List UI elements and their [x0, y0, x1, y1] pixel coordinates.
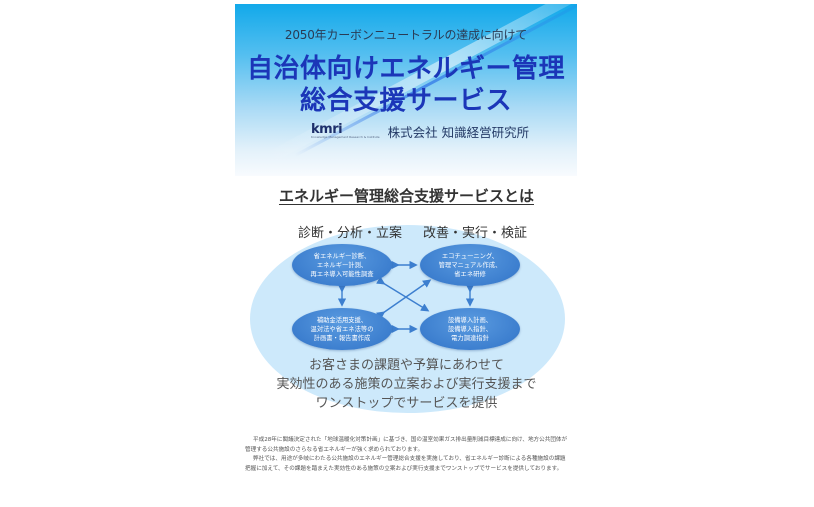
body-text: 平成28年に閣議決定された「地球温暖化対策計画」に基づき、国の温室効果ガス排出量…: [245, 436, 570, 474]
tagline-line3: ワンストップでサービスを提供: [315, 396, 498, 411]
column-label-right: 改善・実行・検証: [423, 226, 528, 241]
node-line: 計画書・報告書作成: [313, 334, 371, 342]
document-page: 2050年カーボンニュートラルの達成に向けて 自治体向けエネルギー管理 総合支援…: [235, 0, 578, 507]
body-paragraph-1: 平成28年に閣議決定された「地球温暖化対策計画」に基づき、国の温室効果ガス排出量…: [245, 437, 568, 453]
logo-mark: kmri: [311, 122, 343, 137]
tagline-line1: お客さまの課題や予算にあわせて: [308, 358, 504, 373]
node-line: 補助金活用支援、: [316, 316, 368, 324]
node-line: 設備導入指針、: [447, 325, 493, 333]
node-line: 再エネ導入可能性調査: [310, 270, 374, 278]
node-line: 設備導入計画、: [447, 316, 493, 324]
tagline-line2: 実効性のある施策の立案および実行支援まで: [276, 377, 537, 392]
diagram-node-equipment-plan: 設備導入計画、 設備導入指針、 電力調達指針: [420, 308, 520, 350]
node-line: 温対法や省エネ法等の: [310, 325, 374, 333]
node-line: 電力調達指針: [451, 334, 489, 342]
banner-subtitle: 2050年カーボンニュートラルの達成に向けて: [284, 28, 528, 42]
node-line: エコチューニング、: [441, 252, 499, 260]
column-label-left: 診断・分析・立案: [298, 226, 403, 241]
node-line: 省エネルギー診断、: [313, 252, 371, 260]
body-paragraph-2: 弊社では、用途が多岐にわたる公共施設のエネルギー管理総合支援を実施しており、省エ…: [245, 456, 566, 472]
node-line: 省エネ研修: [454, 270, 486, 278]
diagram-node-subsidy-support: 補助金活用支援、 温対法や省エネ法等の 計画書・報告書作成: [292, 308, 392, 350]
diagram-node-eco-tuning: エコチューニング、 管理マニュアル作成、 省エネ研修: [420, 244, 520, 286]
header-banner: 2050年カーボンニュートラルの達成に向けて 自治体向けエネルギー管理 総合支援…: [235, 4, 577, 176]
company-logo: kmri Knowledge Management Research & Ins…: [311, 122, 380, 139]
node-line: 管理マニュアル作成、: [438, 261, 502, 269]
company-block: kmri Knowledge Management Research & Ins…: [311, 122, 529, 141]
node-line: エネルギー計測、: [316, 261, 368, 269]
diagram-node-diagnosis: 省エネルギー診断、 エネルギー計測、 再エネ導入可能性調査: [292, 244, 392, 286]
logo-tagline: Knowledge Management Research & Institut…: [311, 135, 380, 139]
company-name: 株式会社 知識経営研究所: [387, 125, 530, 140]
section-heading: エネルギー管理総合支援サービスとは: [278, 187, 534, 205]
banner-title-line1: 自治体向けエネルギー管理: [246, 54, 565, 84]
banner-title-line2: 総合支援サービス: [299, 86, 512, 116]
